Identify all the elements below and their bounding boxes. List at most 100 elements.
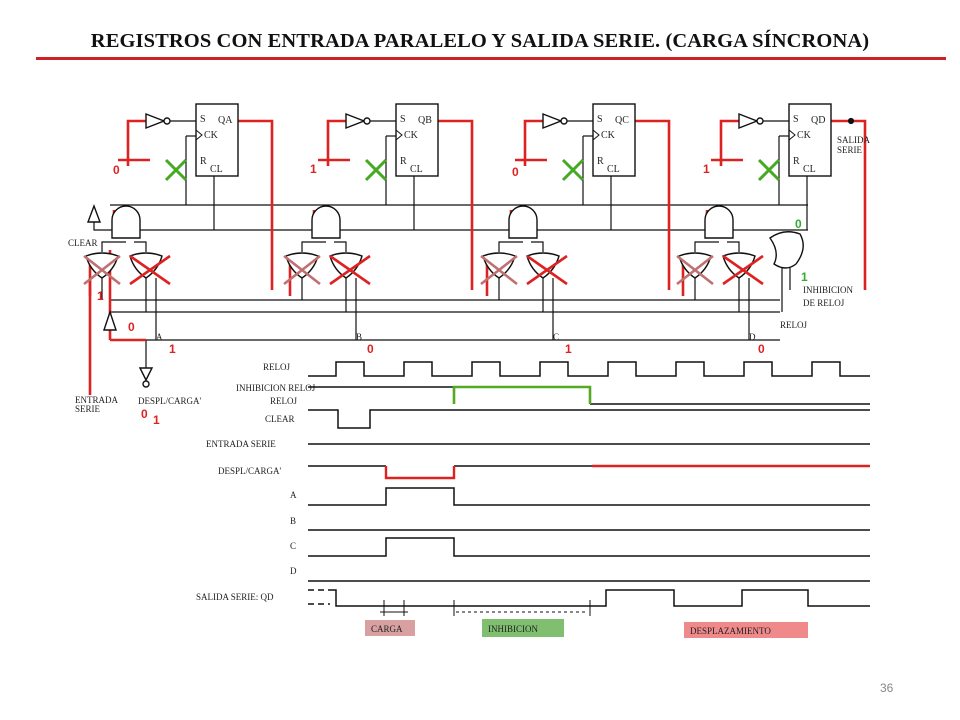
- inverter-0: [145, 112, 166, 130]
- input-label-c: C: [553, 332, 559, 342]
- inhibicion-reloj-label-1: INHIBICION: [803, 285, 853, 295]
- pink-cross-3: [676, 254, 714, 286]
- clock-marker-qd: [788, 129, 796, 141]
- wave-a: [308, 487, 870, 506]
- inverter-bubble-0: [163, 117, 171, 125]
- timing-waveforms: [308, 361, 870, 607]
- green-cross-1: [364, 158, 388, 182]
- title-underline: [36, 57, 946, 60]
- green-cross-2: [561, 158, 585, 182]
- wave-despl-carga: [384, 466, 456, 480]
- phase-inhibicion-box: [482, 619, 564, 637]
- clear-value: 1: [97, 289, 104, 303]
- entrada-serie-label-1: ENTRADA: [75, 395, 118, 405]
- timing-label-b: B: [290, 516, 296, 526]
- clear-wire: [93, 222, 118, 231]
- phase-carga-box: [365, 620, 415, 636]
- inverter-3: [738, 112, 759, 130]
- wire-and-left-0: [101, 241, 126, 252]
- pin-s-qb: S: [400, 114, 406, 125]
- nand-gate-3: [704, 205, 734, 239]
- green-cross-3: [757, 158, 781, 182]
- timing-diagram: RELOJ INHIBICION RELOJ RELOJ CLEAR ENTRA…: [196, 361, 870, 616]
- pin-r-qc: R: [597, 156, 604, 167]
- inverter-1: [345, 112, 366, 130]
- timing-label-reloj: RELOJ: [263, 362, 290, 372]
- ff-set-value-a: 0: [113, 163, 120, 177]
- phase-desplazamiento-box: [684, 622, 808, 638]
- pin-cl-qb: CL: [410, 164, 423, 175]
- entrada-value: 0: [128, 320, 135, 334]
- red-set-wire-0: [126, 119, 146, 166]
- nand-gate-0: [111, 205, 141, 239]
- flipflop-qb: [395, 103, 439, 177]
- wire-and-right-2: [531, 241, 544, 252]
- clear-label: CLEAR: [68, 238, 98, 248]
- timing-red-highlights: [384, 464, 870, 480]
- flipflop-qc: [592, 103, 636, 177]
- green-cross-0: [164, 158, 188, 182]
- red-cross-2: [526, 254, 568, 286]
- inverter-bubble-2: [560, 117, 568, 125]
- despl-value-1: 1: [153, 413, 160, 427]
- input-value-d: 0: [758, 342, 765, 356]
- despl-value-0: 0: [141, 407, 148, 421]
- input-value-a: 1: [169, 342, 176, 356]
- wire-and-right-1: [334, 241, 347, 252]
- clock-marker-qa: [195, 129, 203, 141]
- timing-label-d: D: [290, 566, 297, 576]
- wave-inhibicion-hi: [452, 385, 592, 404]
- pin-r-qd: R: [793, 156, 800, 167]
- input-label-b: B: [356, 332, 362, 342]
- pin-cl-qc: CL: [607, 164, 620, 175]
- ff-set-value-d: 1: [703, 162, 710, 176]
- despl-inv-bubble: [142, 380, 150, 388]
- pink-cross-2: [480, 254, 518, 286]
- red-q-wire-0: [238, 119, 274, 290]
- timing-markers: [380, 600, 591, 616]
- phase-desplazamiento-label: DESPLAZAMIENTO: [690, 626, 771, 636]
- despl-carga-label: DESPL/CARGA': [138, 396, 202, 406]
- and-gate-left-1: [285, 252, 319, 279]
- pin-ck-qc: CK: [601, 130, 616, 141]
- salida-serie-label-2: SERIE: [837, 145, 863, 155]
- timing-label-salida: SALIDA SERIE: QD: [196, 592, 274, 602]
- circuit-wiring: [93, 120, 848, 368]
- nand-gate-1: [311, 205, 341, 239]
- and-gate-right-1: [329, 252, 363, 279]
- pin-q-qa: QA: [218, 115, 233, 126]
- crosses: [83, 158, 781, 286]
- red-set-wire-2: [523, 119, 543, 166]
- active-wiring: [88, 119, 867, 395]
- red-q-wire-1: [438, 119, 474, 290]
- and-gate-left-0: [85, 252, 119, 279]
- pin-ck-qd: CK: [797, 130, 812, 141]
- nand-gate-2: [508, 205, 538, 239]
- pin-ck-qa: CK: [204, 130, 219, 141]
- inverter-bubble-3: [756, 117, 764, 125]
- despl-buffer: [103, 309, 117, 331]
- pin-q-qb: QB: [418, 115, 432, 126]
- timing-label-c: C: [290, 541, 296, 551]
- or-gate-inhibit: [769, 231, 804, 269]
- wave-c: [308, 537, 870, 557]
- and-gate-left-2: [482, 252, 516, 279]
- flipflop-qd: [788, 103, 832, 177]
- and-gate-right-2: [526, 252, 560, 279]
- salida-serie-label-1: SALIDA: [837, 135, 870, 145]
- wire-and-left-2: [498, 241, 523, 252]
- inverter-2: [542, 112, 563, 130]
- and-gate-left-3: [678, 252, 712, 279]
- and-gate-right-3: [722, 252, 756, 279]
- red-set-wire-1: [326, 119, 346, 166]
- pin-r-qa: R: [200, 156, 207, 167]
- phase-inhibicion-label: INHIBICION: [488, 624, 538, 634]
- clear-buffer: [86, 204, 102, 223]
- ff-set-value-b: 1: [310, 162, 317, 176]
- red-set-wire-3: [719, 119, 739, 166]
- wire-and-left-3: [694, 241, 719, 252]
- input-value-b: 0: [367, 342, 374, 356]
- pin-s-qa: S: [200, 114, 206, 125]
- wave-qd-dashed: [308, 589, 330, 605]
- logic-gates: [85, 112, 855, 388]
